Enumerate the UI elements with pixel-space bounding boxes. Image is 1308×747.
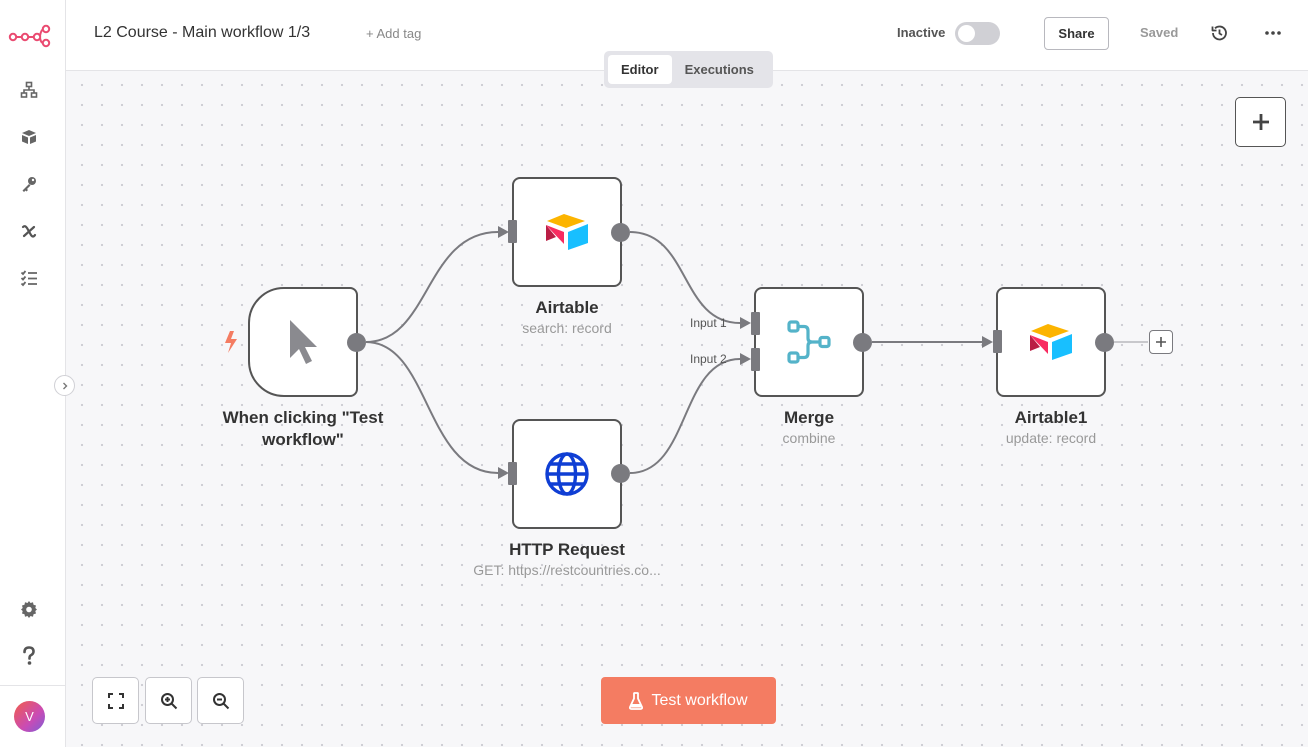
cursor-icon — [290, 320, 317, 364]
sidebar-divider — [0, 685, 66, 686]
settings-icon[interactable] — [17, 597, 41, 621]
trigger-node-title: When clicking "Test workflow" — [222, 408, 384, 449]
node-airtable1[interactable] — [996, 287, 1106, 397]
globe-icon — [545, 452, 589, 496]
tab-editor[interactable]: Editor — [608, 55, 672, 84]
merge-input-1-handle[interactable] — [751, 312, 760, 335]
add-next-node-button[interactable] — [1149, 330, 1173, 354]
http-node-subtitle: GET: https://restcountries.co... — [473, 562, 661, 578]
templates-icon[interactable] — [17, 125, 41, 149]
zoom-out-button[interactable] — [197, 677, 244, 724]
airtable-node-subtitle: search: record — [522, 320, 612, 336]
share-button[interactable]: Share — [1044, 17, 1109, 50]
zoom-out-icon — [212, 692, 229, 709]
node-manual-trigger[interactable] — [248, 287, 358, 397]
tab-executions[interactable]: Executions — [684, 62, 754, 77]
add-tag-button[interactable]: + Add tag — [366, 26, 422, 41]
merge-node-title: Merge — [783, 408, 835, 427]
airtable-input-handle[interactable] — [508, 220, 517, 243]
history-icon[interactable] — [1208, 22, 1230, 44]
view-tabs: Editor Executions — [604, 51, 773, 88]
airtable-icon — [1030, 324, 1072, 360]
avatar[interactable]: V — [14, 701, 45, 732]
flask-icon — [629, 691, 644, 710]
airtable1-node-subtitle: update: record — [1005, 430, 1097, 446]
airtable1-input-handle[interactable] — [993, 330, 1002, 353]
airtable-icon — [546, 214, 588, 250]
plus-icon — [1252, 114, 1269, 130]
executions-icon[interactable] — [17, 266, 41, 290]
add-node-button[interactable] — [1235, 97, 1286, 147]
toggle-knob — [958, 25, 975, 42]
credentials-icon[interactable] — [17, 172, 41, 196]
chevron-right-icon — [62, 382, 67, 389]
variables-icon[interactable] — [17, 219, 41, 243]
active-status-label: Inactive — [897, 25, 946, 40]
http-output-handle[interactable] — [611, 464, 630, 483]
merge-input-1-label: Input 1 — [690, 316, 727, 330]
node-airtable[interactable] — [512, 177, 622, 287]
fit-view-icon — [107, 692, 124, 709]
airtable-output-handle[interactable] — [611, 223, 630, 242]
help-icon[interactable] — [17, 644, 41, 668]
node-merge[interactable] — [754, 287, 864, 397]
airtable1-output-handle[interactable] — [1095, 333, 1114, 352]
zoom-in-icon — [160, 692, 177, 709]
sidebar-expand-button[interactable] — [54, 375, 75, 396]
airtable1-node-title: Airtable1 — [1014, 408, 1088, 427]
merge-input-2-handle[interactable] — [751, 348, 760, 371]
plus-icon — [1156, 337, 1166, 347]
zoom-in-button[interactable] — [145, 677, 192, 724]
n8n-logo-icon[interactable] — [8, 22, 52, 48]
active-toggle[interactable] — [955, 22, 1000, 45]
http-node-title: HTTP Request — [509, 540, 625, 559]
test-workflow-label: Test workflow — [651, 691, 748, 709]
sidebar: V — [0, 0, 66, 747]
node-http-request[interactable] — [512, 419, 622, 529]
trigger-bolt-icon — [222, 330, 240, 359]
workflow-title[interactable]: L2 Course - Main workflow 1/3 — [94, 24, 311, 41]
merge-output-handle[interactable] — [853, 333, 872, 352]
zoom-to-fit-button[interactable] — [92, 677, 139, 724]
http-input-handle[interactable] — [508, 462, 517, 485]
saved-status: Saved — [1140, 25, 1179, 40]
trigger-output-handle[interactable] — [347, 333, 366, 352]
airtable-node-title: Airtable — [535, 298, 599, 317]
merge-input-2-label: Input 2 — [690, 352, 727, 366]
test-workflow-button[interactable]: Test workflow — [601, 677, 776, 724]
more-options-icon[interactable] — [1262, 22, 1284, 44]
merge-icon — [787, 320, 831, 364]
workflows-icon[interactable] — [17, 78, 41, 102]
merge-node-subtitle: combine — [782, 430, 836, 446]
